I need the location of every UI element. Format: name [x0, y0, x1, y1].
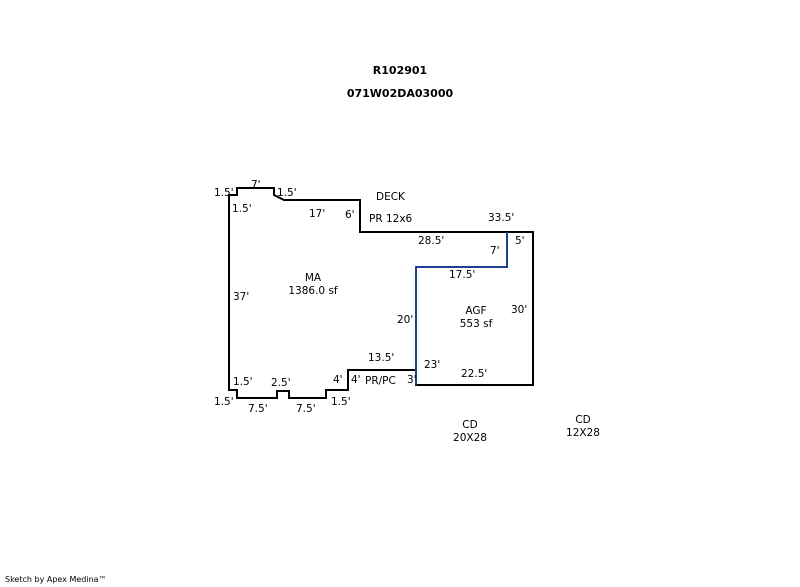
parcel-id: R102901: [372, 64, 428, 77]
dim-label: 4': [351, 374, 361, 386]
dim-label: 1.5': [232, 203, 252, 215]
porch-bottom-label: PR/PC: [365, 375, 396, 387]
dim-label: 1.5': [214, 396, 234, 408]
cd2-name: CD: [575, 414, 591, 426]
dim-label: 7': [251, 179, 261, 191]
dim-label: 22.5': [461, 368, 488, 380]
dim-label: 7.5': [296, 403, 316, 415]
agf-area-label: AGF 553 sf: [446, 305, 506, 331]
dim-label: 1.5': [331, 396, 351, 408]
dim-label: 7.5': [248, 403, 268, 415]
ma-sf: 1386.0 sf: [288, 285, 338, 297]
dim-label: 4': [333, 374, 343, 386]
dim-label: 1.5': [277, 187, 297, 199]
ma-outline: [228, 187, 534, 399]
dim-label: 28.5': [418, 235, 445, 247]
porch-top-label: PR 12x6: [369, 213, 413, 225]
dim-label: 6': [345, 209, 355, 221]
agf-sf: 553 sf: [459, 318, 493, 330]
cd2-label: CD 12X28: [553, 414, 613, 440]
deck-label: DECK: [376, 191, 405, 203]
dim-label: 2.5': [271, 377, 291, 389]
dim-label: 5': [515, 235, 525, 247]
sketch-credit: Sketch by Apex Medina™: [5, 575, 107, 584]
map-number: 071W02DA03000: [346, 87, 454, 100]
dim-label: 23': [424, 359, 441, 371]
dim-label: 20': [397, 314, 414, 326]
dim-label: 17.5': [449, 269, 476, 281]
dim-label: 17': [309, 208, 326, 220]
agf-outline: [415, 232, 508, 385]
agf-name: AGF: [465, 305, 487, 317]
dim-label: 13.5': [368, 352, 395, 364]
cd1-name: CD: [462, 419, 478, 431]
dim-label: 37': [233, 291, 250, 303]
cd1-size: 20X28: [453, 432, 487, 444]
cd1-label: CD 20X28: [440, 419, 500, 445]
dim-label: 3': [407, 374, 417, 386]
ma-name: MA: [304, 272, 322, 284]
cd2-size: 12X28: [566, 427, 600, 439]
ma-area-label: MA 1386.0 sf: [283, 272, 343, 298]
dim-label: 33.5': [488, 212, 515, 224]
dim-label: 1.5': [233, 376, 253, 388]
dim-label: 1.5': [214, 187, 234, 199]
dim-label: 30': [511, 304, 528, 316]
dim-label: 7': [490, 245, 500, 257]
